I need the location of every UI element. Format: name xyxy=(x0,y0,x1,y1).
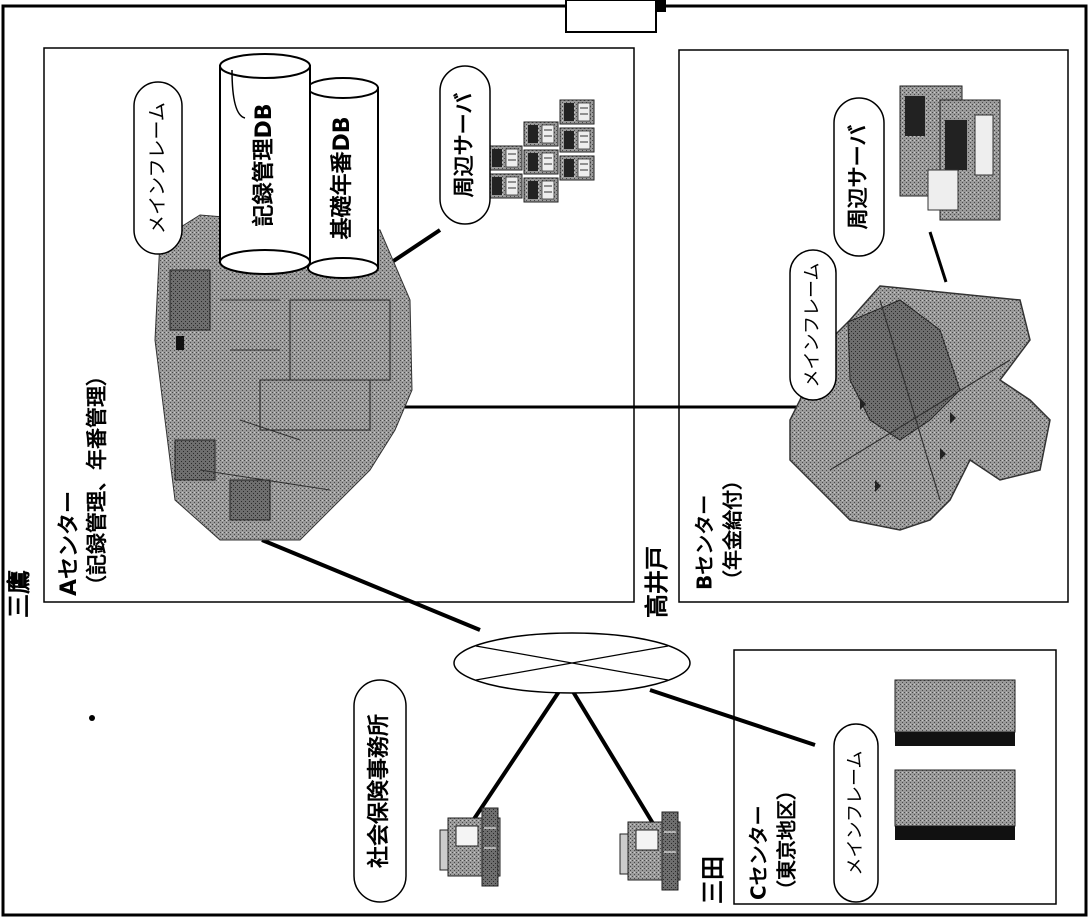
server-rack-icon xyxy=(899,85,1001,221)
social-insurance-office-text: 社会保険事務所 xyxy=(366,714,392,868)
peripheral-server-a-label: 周辺サーバ xyxy=(439,65,491,225)
mainframe-b-label: メインフレーム xyxy=(789,249,837,401)
b-center-label: Bセンター xyxy=(693,495,717,590)
network-cloud-icon xyxy=(453,632,691,694)
peripheral-server-b-label: 周辺サーバ xyxy=(833,97,885,257)
records-db-label: 記録管理DB xyxy=(251,103,277,226)
b-center-sub-label: （年金給付） xyxy=(721,470,745,590)
c-center-sub-label: （東京地区） xyxy=(775,780,799,900)
mainframe-cross-icon xyxy=(789,285,1051,531)
mainframe-cluster-icon xyxy=(154,214,413,541)
a-center-label: Aセンター xyxy=(57,491,82,596)
link-a-network xyxy=(261,538,481,632)
top-tab xyxy=(565,0,657,33)
desktop-terminal-icon xyxy=(619,811,681,891)
database-cylinder-icon xyxy=(219,53,311,275)
top-tab-marker xyxy=(656,0,666,12)
mainframe-a-text: メインフレーム xyxy=(147,102,169,234)
link-network-office1 xyxy=(470,688,562,824)
peripheral-server-a-text: 周辺サーバ xyxy=(452,93,476,198)
server-rack-icon xyxy=(487,99,595,203)
mita-label: 三田 xyxy=(699,856,727,904)
mainframe-a-label: メインフレーム xyxy=(133,81,183,255)
mainframe-c-label: メインフレーム xyxy=(833,723,879,903)
basic-pension-db-label: 基礎年番DB xyxy=(329,116,355,239)
speck xyxy=(89,715,95,721)
c-center-box xyxy=(733,649,1057,905)
link-network-office2 xyxy=(570,688,662,837)
mitaka-label: 三鷹 xyxy=(5,570,33,618)
c-center-label: Cセンター xyxy=(747,805,771,900)
social-insurance-office-label: 社会保険事務所 xyxy=(353,679,407,903)
database-cylinder-icon xyxy=(307,77,379,279)
mainframe-cabinet-icon xyxy=(894,679,1016,840)
link-b-mainframe-server xyxy=(928,231,948,283)
link-network-c xyxy=(649,688,816,747)
peripheral-server-b-text: 周辺サーバ xyxy=(846,125,870,230)
mainframe-b-text: メインフレーム xyxy=(802,263,823,388)
a-center-box xyxy=(43,47,635,603)
b-center-box xyxy=(678,49,1069,603)
desktop-terminal-icon xyxy=(439,807,501,887)
outer-frame xyxy=(1,4,1088,917)
mainframe-c-text: メインフレーム xyxy=(845,751,866,876)
a-center-sub-label: （記録管理、年番管理） xyxy=(85,365,109,596)
takaido-label: 高井戸 xyxy=(643,546,671,618)
